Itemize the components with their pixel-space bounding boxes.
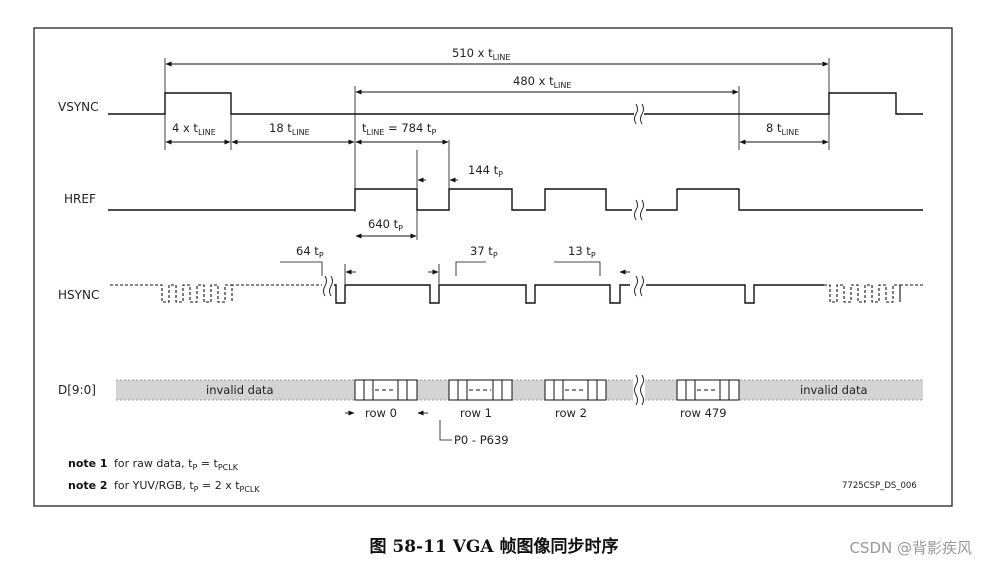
data-break-gap	[633, 378, 645, 402]
dim-vsync-pulse-label: 4 x tLINE	[172, 121, 216, 137]
hsync-break-mark-2	[634, 275, 644, 297]
dim-href-blank-label: 144 tP	[468, 163, 503, 179]
leader-hsync-a	[280, 261, 323, 276]
row479-label: row 479	[680, 406, 727, 420]
vsync-label: VSYNC	[58, 100, 99, 114]
dim-href-active-label: 640 tP	[368, 217, 403, 233]
note1-text: for raw data, tP = tPCLK	[114, 457, 239, 472]
figure-code: 7725CSP_DS_006	[842, 481, 917, 491]
note2-label: note 2	[68, 479, 108, 492]
invalid-data-right: invalid data	[800, 383, 868, 397]
hsync-dashed-left	[110, 284, 322, 303]
dim-hsync-c-label: 13 tP	[568, 244, 596, 260]
leader-pixels	[439, 420, 452, 441]
hsync-waveform-2	[646, 284, 824, 304]
vsync-waveform-2	[644, 92, 923, 115]
hsync-label: HSYNC	[58, 288, 99, 302]
diagram-frame	[33, 27, 953, 507]
vsync-break-mark	[634, 103, 644, 125]
row-block-0	[354, 379, 418, 401]
dim-front-porch-label: 8 tLINE	[766, 121, 799, 137]
href-waveform	[108, 188, 632, 211]
href-break-mark	[634, 199, 644, 221]
row0-label: row 0	[365, 406, 397, 420]
vsync-waveform	[108, 92, 634, 115]
dim-total-frame-label: 510 x tLINE	[452, 46, 510, 62]
href-waveform-2	[646, 188, 923, 211]
row-block-479	[676, 379, 740, 401]
figure-caption: 图 58-11 VGA 帧图像同步时序	[369, 537, 619, 557]
dim-hsync-a-label: 64 tP	[296, 244, 324, 260]
hsync-waveform	[334, 284, 630, 304]
href-label: HREF	[64, 192, 96, 206]
dim-hsync-b-label: 37 tP	[470, 244, 498, 260]
data-bus-label: D[9:0]	[58, 383, 96, 397]
watermark: CSDN @背影疾风	[849, 539, 972, 557]
dim-line-period-label: tLINE = 784 tP	[362, 121, 436, 137]
leader-hsync-c	[554, 261, 601, 276]
dim-active-lines-label: 480 x tLINE	[513, 74, 571, 90]
row-block-2	[544, 379, 607, 401]
note2-text: for YUV/RGB, tP = 2 x tPCLK	[114, 479, 260, 494]
row2-label: row 2	[555, 406, 587, 420]
hsync-break-mark-1	[323, 275, 333, 297]
dim-back-porch-label: 18 tLINE	[269, 121, 310, 137]
invalid-data-left: invalid data	[206, 383, 274, 397]
note1-label: note 1	[68, 457, 108, 470]
data-break-mark	[634, 374, 644, 406]
pixels-label: P0 - P639	[454, 433, 509, 447]
leader-hsync-b	[455, 261, 486, 276]
row1-label: row 1	[460, 406, 492, 420]
hsync-dashed-right	[824, 284, 923, 303]
row-block-1	[448, 379, 513, 401]
